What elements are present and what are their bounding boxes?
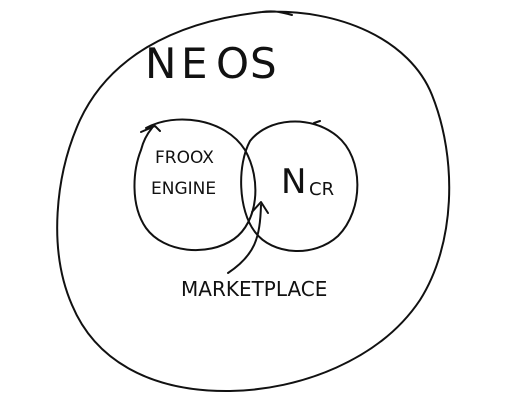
title-letter-o: O (216, 39, 249, 88)
left-circle (133, 118, 257, 252)
arrow-shaft (227, 204, 262, 274)
title-neos: N E O S (145, 39, 277, 88)
left-node-label: FROOX ENGINE (151, 148, 216, 199)
marketplace-label: MARKETPLACE (181, 277, 327, 301)
right-node-label: N CR (281, 162, 334, 202)
marketplace-arrow (227, 201, 269, 274)
left-node-line1: FROOX (155, 148, 214, 168)
left-node-line2: ENGINE (151, 179, 216, 199)
arrow-head (251, 201, 269, 214)
title-letter-s: S (250, 39, 277, 88)
right-circle (240, 120, 359, 252)
outer-boundary (56, 10, 451, 393)
title-letter-n: N (145, 39, 176, 88)
title-letter-e: E (181, 39, 208, 88)
right-node-suffix: CR (309, 179, 334, 200)
right-node-prefix: N (281, 162, 306, 202)
